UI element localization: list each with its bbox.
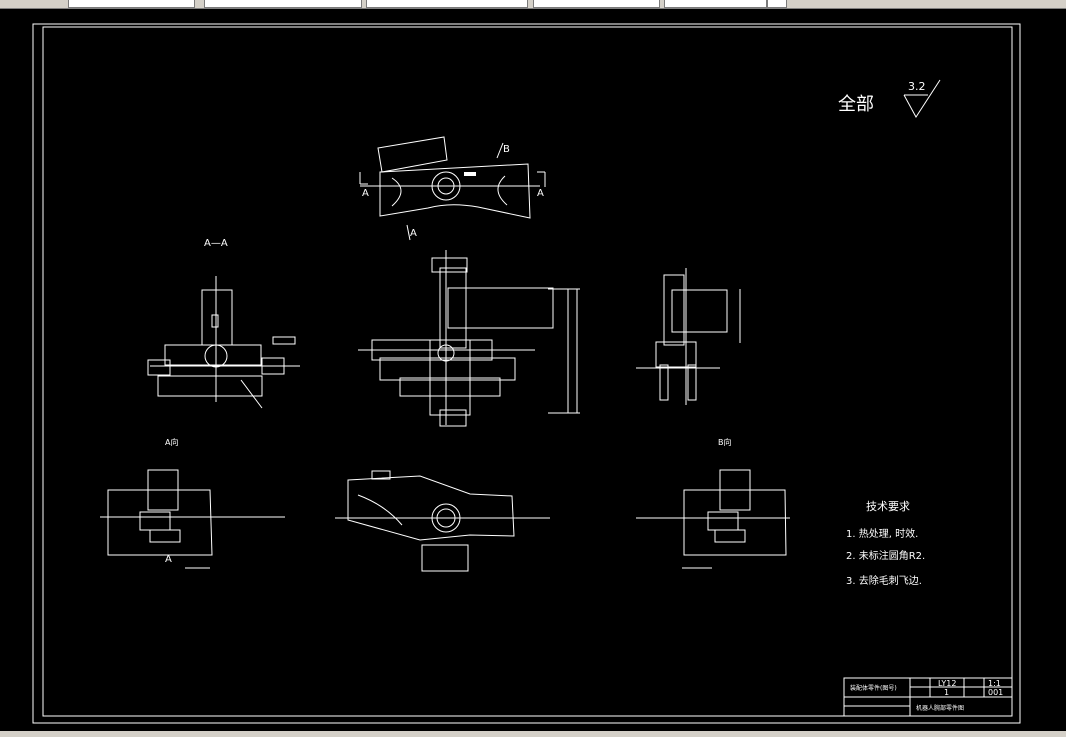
roughness-symbol: 3.2: [903, 79, 941, 118]
view-a-letter: A: [165, 554, 172, 565]
plotstyle-combo[interactable]: [664, 0, 767, 8]
title-block-number: 001: [988, 688, 1003, 697]
layer-combo[interactable]: [68, 0, 195, 8]
sheet-border: [32, 23, 1021, 724]
cad-drawing: 全部 3.2 A A B A A—A: [32, 23, 1021, 724]
dropdown-button[interactable]: [767, 0, 787, 8]
roughness-label: 全部: [838, 94, 874, 115]
front-view: [358, 250, 580, 427]
section-aa-label: A—A: [204, 238, 228, 249]
color-combo[interactable]: [204, 0, 362, 8]
drawing-canvas[interactable]: 全部 3.2 A A B A A—A: [0, 9, 1066, 731]
title-block-material: LY12: [938, 679, 956, 688]
status-bar: [0, 731, 1066, 737]
technical-notes: 技术要求 1. 热处理, 时效. 2. 未标注圆角R2. 3. 去除毛刺飞边.: [846, 500, 925, 587]
title-block-bottom-label: 机器人腕部零件图: [916, 704, 964, 712]
toolbar: [0, 0, 1066, 9]
tech-title: 技术要求: [866, 500, 910, 513]
roughness-value: 3.2: [908, 80, 926, 93]
bottom-view: [335, 470, 550, 572]
title-block-left-label: 装配体零件(图号): [850, 684, 897, 692]
view-b: B向: [636, 437, 790, 569]
title-block: 装配体零件(图号) LY12 1:1 1 001 机器人腕部零件图: [843, 677, 1013, 717]
frame-border: [42, 26, 1013, 717]
tech-note-1: 1. 热处理, 时效.: [846, 527, 918, 540]
tech-note-3: 3. 去除毛刺飞边.: [846, 574, 922, 587]
lineweight-combo[interactable]: [533, 0, 660, 8]
tech-note-2: 2. 未标注圆角R2.: [846, 549, 925, 562]
label-a-left: A: [362, 188, 369, 199]
side-view: [636, 268, 741, 405]
top-view: A A B A: [359, 136, 546, 241]
label-a-bottom: A: [410, 228, 417, 239]
section-aa-view: A—A: [147, 238, 300, 409]
view-a-label: A向: [165, 437, 178, 447]
label-a-right: A: [537, 188, 544, 199]
view-b-label: B向: [718, 437, 732, 447]
label-b: B: [503, 144, 510, 155]
view-a: A向 A: [100, 437, 285, 569]
title-block-scale: 1:1: [988, 679, 1001, 688]
linetype-combo[interactable]: [366, 0, 528, 8]
title-block-quantity: 1: [944, 688, 949, 697]
